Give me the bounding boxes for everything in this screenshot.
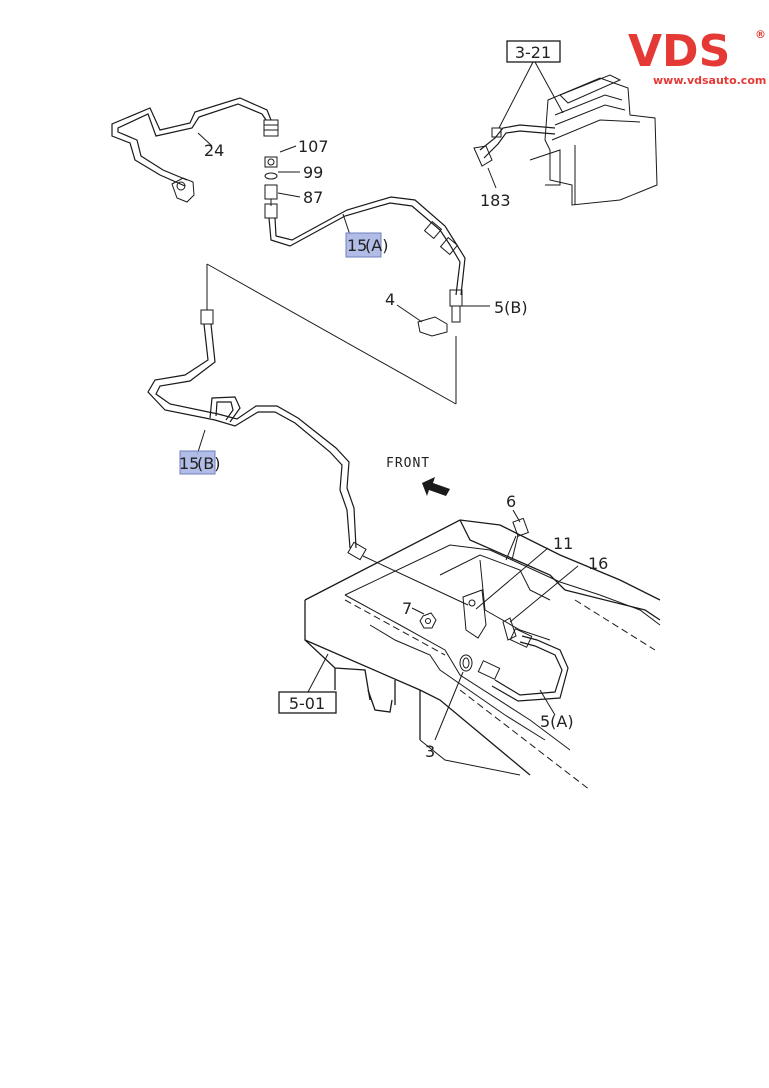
label-front: FRONT xyxy=(386,456,430,471)
label-107: 107 xyxy=(298,137,329,156)
label-5b: 5(B) xyxy=(494,298,528,317)
highlight-15a xyxy=(345,232,382,258)
fitting-stack xyxy=(263,119,301,206)
label-87: 87 xyxy=(303,188,323,207)
label-99: 99 xyxy=(303,163,323,182)
leader-15b-top xyxy=(206,263,457,405)
label-3: 3 xyxy=(425,742,435,761)
ref-box-5-01: 5-01 xyxy=(278,653,337,714)
vds-logo: VDS ® www.vdsauto.com xyxy=(628,26,766,87)
label-11: 11 xyxy=(553,534,573,553)
label-4: 4 xyxy=(385,290,395,309)
label-24: 24 xyxy=(204,141,224,160)
label-16: 16 xyxy=(588,554,608,573)
pipe-15a xyxy=(264,196,466,296)
label-5a: 5(A) xyxy=(540,712,574,731)
logo-registered: ® xyxy=(755,28,766,41)
logo-url: www.vdsauto.com xyxy=(653,74,766,87)
hose-5a xyxy=(434,628,569,741)
label-183: 183 xyxy=(480,191,511,210)
label-15b-suffix: (B) xyxy=(197,454,220,473)
label-3-21: 3-21 xyxy=(515,43,551,62)
clip-4 xyxy=(396,304,448,337)
label-15a-suffix: (A) xyxy=(365,236,388,255)
label-15a-num: 15 xyxy=(347,236,367,255)
reservoir-tank xyxy=(473,74,658,206)
bracket-assembly xyxy=(411,509,579,641)
front-arrow: FRONT xyxy=(386,456,450,496)
pipe-15b xyxy=(147,309,367,561)
label-6: 6 xyxy=(506,492,516,511)
logo-brand: VDS xyxy=(628,26,730,77)
hose-5b xyxy=(449,289,490,323)
highlight-15b xyxy=(179,450,216,475)
label-15b-num: 15 xyxy=(179,454,199,473)
ref-box-3-21: 3-21 xyxy=(487,40,564,189)
label-7: 7 xyxy=(402,599,412,618)
label-5-01: 5-01 xyxy=(289,694,325,713)
pipe-24 xyxy=(111,97,272,203)
